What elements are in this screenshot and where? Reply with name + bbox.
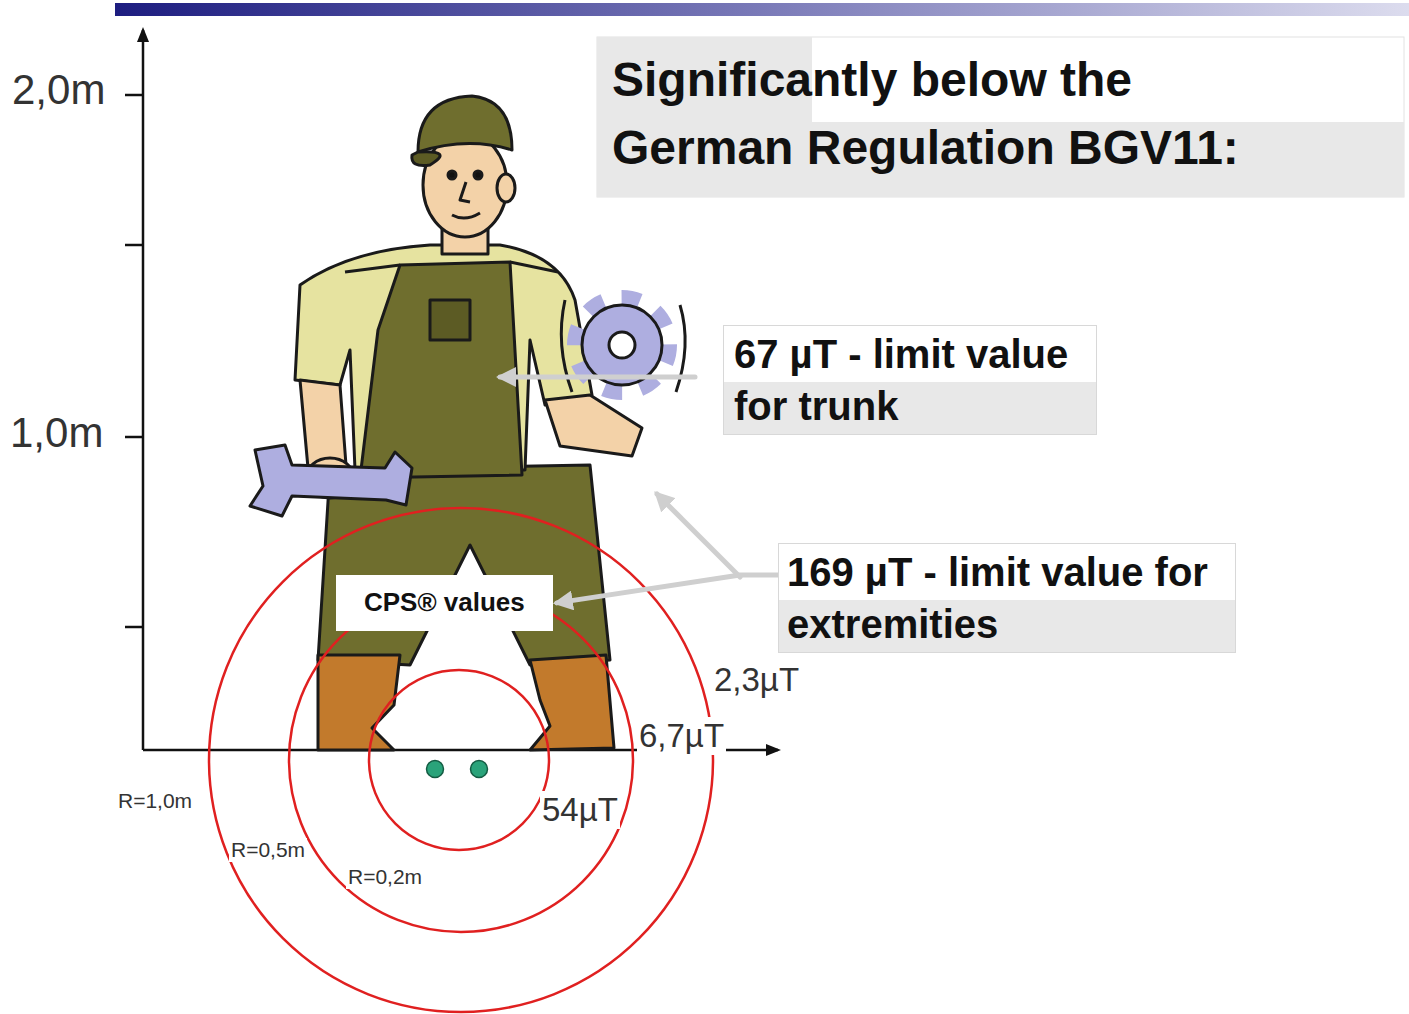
title-text: Significantly below the German Regulatio…	[612, 46, 1262, 182]
box-text: 169 µT - limit value for extremities	[787, 546, 1227, 650]
radius-label: R=0,2m	[346, 865, 424, 889]
axis-label: 2,0m	[10, 66, 107, 114]
radius-label: R=0,5m	[229, 838, 307, 862]
axis-label: 1,0m	[8, 409, 105, 457]
top-bar	[115, 3, 1409, 16]
limit-box: 169 µT - limit value for extremities	[778, 543, 1236, 653]
field-circles	[209, 508, 713, 1012]
radius-label: R=1,0m	[116, 789, 194, 813]
box-text: CPS® values	[364, 586, 525, 620]
leader-lines	[500, 377, 740, 577]
field-value: 2,3µT	[712, 661, 801, 699]
worker-figure	[250, 96, 685, 750]
field-value: 6,7µT	[637, 717, 726, 755]
field-value: 54µT	[540, 791, 620, 829]
box-text: 67 µT - limit value for trunk	[734, 328, 1086, 432]
connector-arrow	[557, 575, 778, 603]
title-background	[597, 37, 1404, 197]
cps-box: CPS® values	[336, 575, 553, 631]
limit-box: 67 µT - limit value for trunk	[723, 325, 1097, 435]
cable-dots	[427, 761, 488, 778]
